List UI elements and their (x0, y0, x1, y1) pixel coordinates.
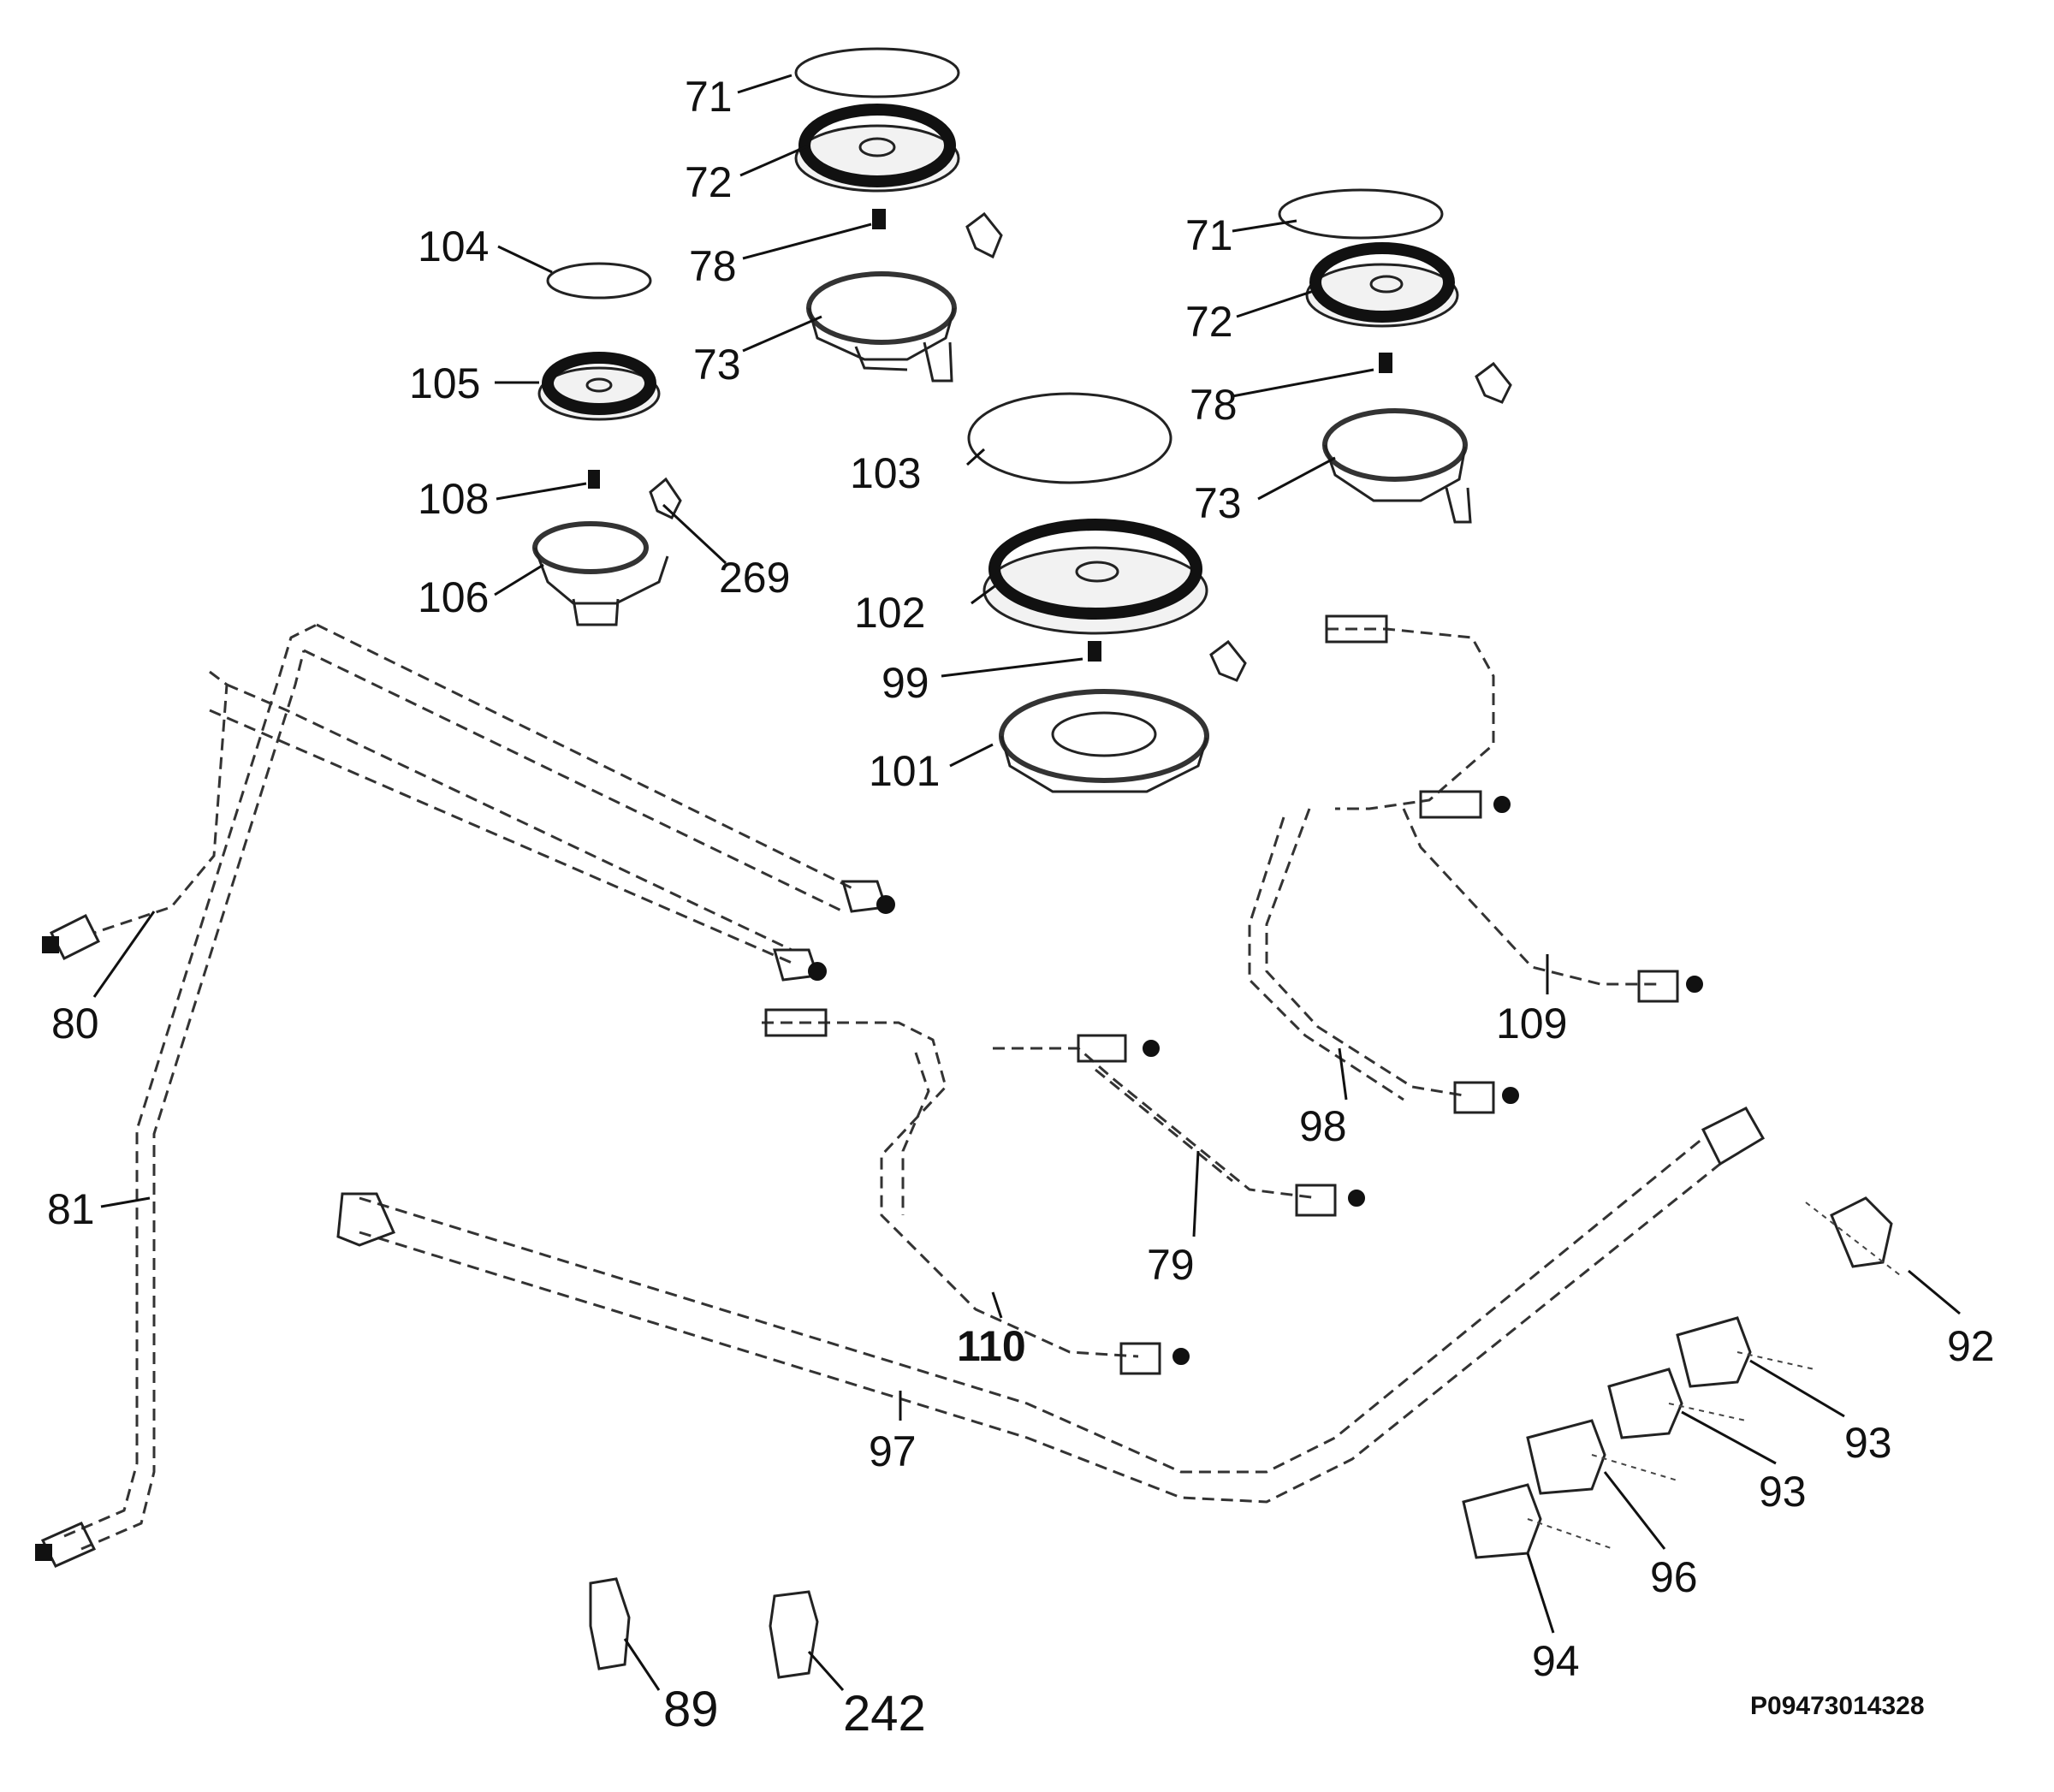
tap-94 (1462, 1483, 1614, 1559)
label-73-right: 73 (1194, 479, 1242, 527)
clip-center-burner (1209, 639, 1247, 682)
label-110: 110 (957, 1322, 1026, 1370)
gas-pipe-81 (63, 623, 857, 1551)
label-108: 108 (418, 475, 489, 523)
label-99: 99 (882, 659, 929, 707)
pipe-end-top-2 (773, 948, 827, 982)
gas-pipe-98 (1248, 808, 1464, 1101)
label-109: 109 (1496, 1000, 1567, 1047)
label-72-top: 72 (685, 158, 733, 206)
burner-cap-103 (967, 392, 1172, 484)
label-92: 92 (1947, 1322, 1995, 1370)
burner-body-106 (532, 521, 669, 626)
burner-body-73-right (1322, 408, 1472, 524)
clip-right-burner (1475, 361, 1512, 404)
burner-crown-72-top (794, 104, 960, 193)
gas-pipe-79 (993, 1034, 1365, 1217)
label-71-top: 71 (685, 73, 733, 121)
pipe-end-98 (1453, 1081, 1519, 1114)
burner-cap-104 (546, 262, 652, 300)
main-gas-pipe-97 (336, 1107, 1766, 1504)
injector-78-top (872, 209, 886, 229)
leader-lines (92, 74, 1961, 1691)
tap-93-upper (1676, 1316, 1815, 1388)
label-80: 80 (51, 1000, 99, 1047)
label-79: 79 (1147, 1241, 1195, 1289)
drawing-code: P09473014328 (1750, 1692, 1925, 1720)
label-72-right: 72 (1185, 298, 1233, 346)
label-81: 81 (47, 1185, 95, 1233)
tap-96 (1526, 1419, 1678, 1495)
injector-108 (588, 470, 600, 489)
pipe-end-top-right (1325, 614, 1511, 819)
connector-81-end (35, 1522, 97, 1568)
label-93-upper: 93 (1844, 1419, 1892, 1467)
gas-pipe-109 (1327, 627, 1660, 986)
label-102: 102 (854, 589, 925, 637)
label-98: 98 (1299, 1102, 1347, 1150)
burner-crown-72-right (1305, 242, 1459, 328)
pipe-end-top-1 (841, 880, 895, 914)
label-101: 101 (869, 747, 940, 795)
label-94: 94 (1532, 1637, 1580, 1685)
gas-pipe-110 (762, 1008, 1190, 1375)
fitting-89 (589, 1577, 631, 1670)
pipe-end-109 (1637, 970, 1703, 1003)
label-106: 106 (418, 573, 489, 621)
tap-92 (1805, 1196, 1901, 1276)
tap-93-lower (1607, 1368, 1747, 1439)
label-97: 97 (869, 1427, 917, 1475)
label-73-top: 73 (693, 341, 741, 389)
burner-crown-102 (982, 519, 1208, 635)
burner-body-73-top (806, 271, 957, 383)
label-242: 242 (843, 1686, 926, 1742)
label-103: 103 (850, 449, 921, 497)
gas-pipe-80 (93, 670, 793, 964)
label-89: 89 (663, 1682, 719, 1737)
burner-crown-105 (537, 352, 661, 421)
label-93-lower: 93 (1759, 1468, 1807, 1516)
label-78-right: 78 (1190, 381, 1238, 429)
label-78-top: 78 (689, 242, 737, 290)
label-96: 96 (1650, 1553, 1698, 1601)
injector-78-right (1379, 353, 1392, 373)
burner-body-101 (999, 689, 1209, 793)
clip-269 (649, 477, 682, 519)
connector-80-end (42, 913, 101, 961)
injector-99 (1088, 641, 1101, 662)
burner-cap-71-top (794, 47, 960, 98)
label-269: 269 (719, 554, 790, 602)
label-105: 105 (409, 359, 480, 407)
fitting-242 (769, 1590, 819, 1679)
burner-cap-71-right (1278, 188, 1444, 240)
label-104: 104 (418, 223, 489, 270)
label-71-right: 71 (1185, 211, 1233, 259)
clip-top-burner-1 (965, 211, 1003, 259)
